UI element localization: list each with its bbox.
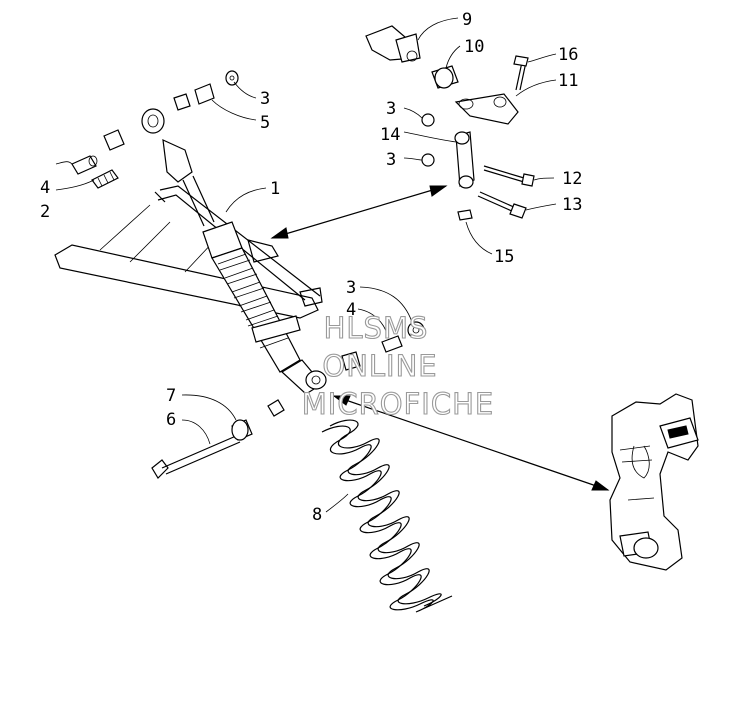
watermark: HLSMS ONLINE MICROFICHE [301,310,494,421]
link-14 [454,131,475,189]
callout-4-lower: 4 [346,300,356,320]
bolt-6 [151,435,241,479]
callout-7: 7 [166,386,176,406]
hardware-3-5-upper [173,70,239,111]
bushing-small-lower [267,399,285,417]
callout-5: 5 [260,113,270,133]
shock-absorber [141,108,327,395]
callout-3-right-a: 3 [386,99,396,119]
watermark-line-3: MICROFICHE [302,387,494,421]
hardware-3-4-right [341,321,425,371]
watermark-line-2: ONLINE [322,349,437,383]
a-arm [54,185,323,319]
callout-12: 12 [562,169,582,189]
callout-9: 9 [462,10,472,30]
callout-14: 14 [380,125,400,145]
washer-upper-left [103,129,125,151]
assembly-arrows [270,185,610,491]
callout-16: 16 [558,45,578,65]
callout-6: 6 [166,410,176,430]
bushing-4-upper [71,155,98,175]
watermark-line-1: HLSMS [324,311,429,345]
washers-3-right-upper [421,113,435,167]
callout-13: 13 [562,195,582,215]
callout-3-lower: 3 [346,278,356,298]
callout-8: 8 [312,505,322,525]
bolt-2 [91,169,119,189]
bushing-7 [231,419,253,441]
bolt-13 [477,191,527,219]
callout-11: 11 [558,71,578,91]
callout-15: 15 [494,247,514,267]
pivot-shaft-9 [365,25,421,63]
bolt-12 [483,165,535,187]
callout-3-upper: 3 [260,89,270,109]
callout-3-right-b: 3 [386,150,396,170]
callout-2: 2 [40,202,50,222]
spindle [609,393,699,571]
callout-1: 1 [270,179,280,199]
coil-spring [321,419,453,613]
leader-lines [55,17,557,513]
arm-11 [454,93,519,125]
callout-10: 10 [464,37,484,57]
bushing-10 [431,65,459,89]
bolt-16 [513,55,529,91]
nut-15 [457,209,473,221]
callout-labels: 1 2 3 3 3 3 4 4 5 6 7 8 9 10 11 12 13 14… [40,10,582,525]
callout-4-upper: 4 [40,178,50,198]
